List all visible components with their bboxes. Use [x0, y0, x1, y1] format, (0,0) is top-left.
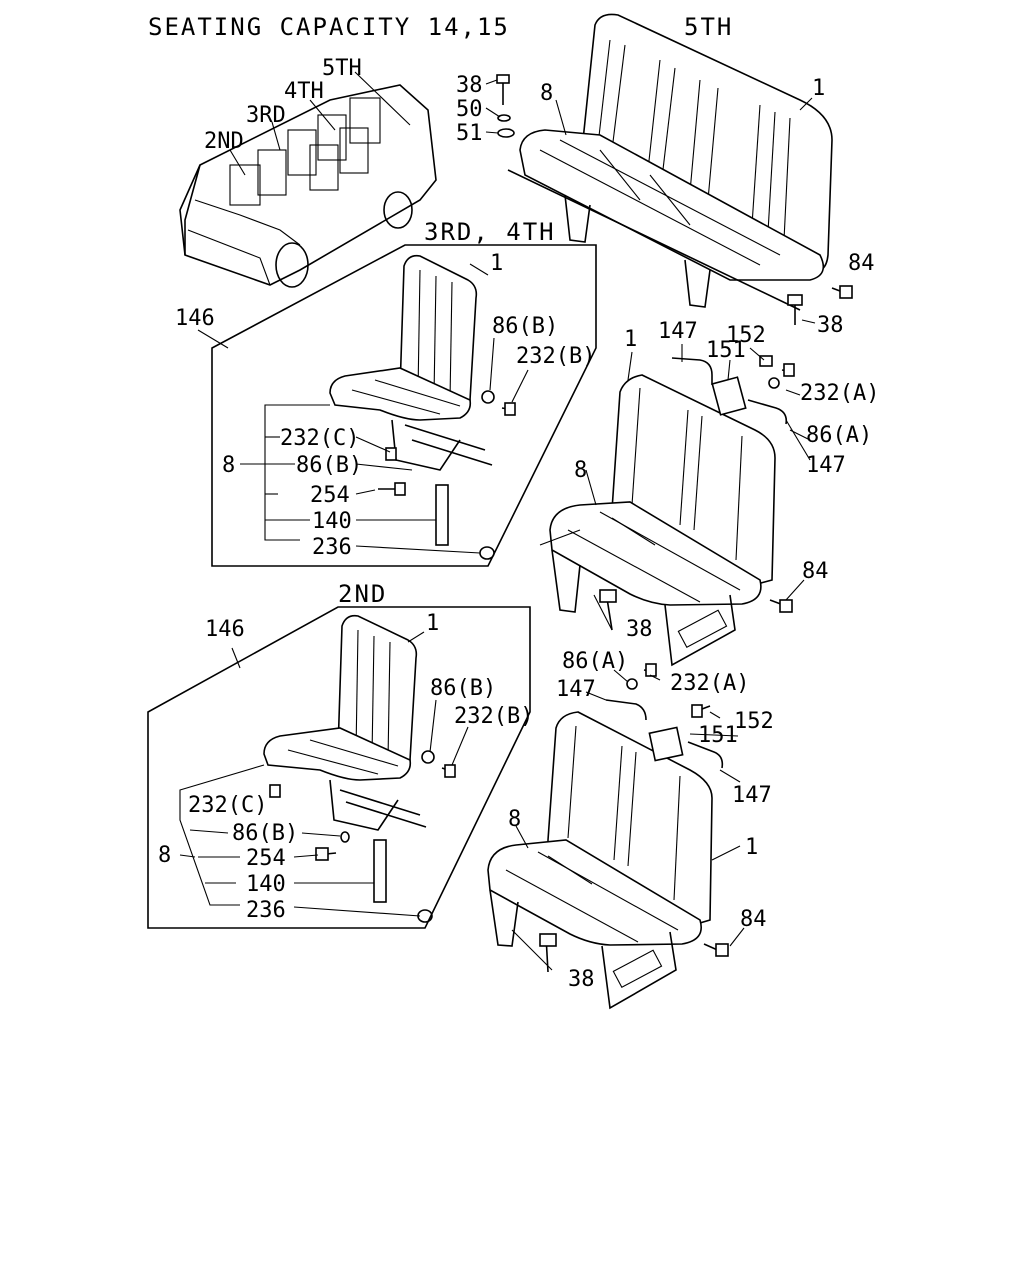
ub-callout-84: 84 — [802, 559, 829, 584]
lb-callout-151: 151 — [698, 723, 738, 748]
ub-callout-147b: 147 — [806, 453, 846, 478]
fifth-row-bench: 5TH 38 50 51 8 1 84 38 — [456, 13, 875, 338]
sec-callout-236: 236 — [246, 898, 286, 923]
third-fourth-seat-panel: 3RD, 4TH 146 1 86(B) 232(B) 232(C) 8 — [175, 218, 597, 567]
van-label-5th: 5TH — [322, 56, 362, 81]
lb-callout-232a: 232(A) — [670, 671, 749, 696]
sec-callout-1: 1 — [426, 611, 439, 636]
diagram-title: SEATING CAPACITY 14,15 — [148, 13, 510, 41]
tf-callout-232b: 232(B) — [516, 344, 595, 369]
lb-callout-84: 84 — [740, 907, 767, 932]
sec-callout-254: 254 — [246, 846, 286, 871]
sec-callout-86b-2: 86(B) — [232, 821, 298, 846]
van-overview: 5TH 4TH 3RD 2ND — [179, 56, 437, 288]
sec-callout-232b: 232(B) — [454, 704, 533, 729]
fifth-callout-38: 38 — [456, 73, 483, 98]
ub-callout-1: 1 — [624, 327, 637, 352]
fifth-callout-1: 1 — [812, 76, 825, 101]
sec-callout-86b: 86(B) — [430, 676, 496, 701]
tf-callout-232c: 232(C) — [280, 426, 359, 451]
sec-callout-232c: 232(C) — [188, 793, 267, 818]
van-label-3rd: 3RD — [246, 103, 286, 128]
tf-callout-146: 146 — [175, 306, 215, 331]
sec-callout-140: 140 — [246, 872, 286, 897]
lower-right-bench: 86(A) 232(A) 147 152 151 147 8 1 84 38 — [487, 649, 774, 1010]
tf-callout-86b-2: 86(B) — [296, 453, 362, 478]
lb-callout-152: 152 — [734, 709, 774, 734]
tf-callout-86b: 86(B) — [492, 314, 558, 339]
fifth-callout-8: 8 — [540, 81, 553, 106]
fifth-header: 5TH — [684, 13, 733, 41]
tf-callout-140: 140 — [312, 509, 352, 534]
ub-callout-232a: 232(A) — [800, 381, 879, 406]
van-label-2nd: 2ND — [204, 129, 244, 154]
third-fourth-header: 3RD, 4TH — [424, 218, 556, 246]
upper-right-bench: 1 147 152 151 232(A) 86(A) 147 8 84 38 — [539, 319, 879, 667]
fifth-callout-51: 51 — [456, 121, 483, 146]
sec-callout-8: 8 — [158, 843, 171, 868]
tf-callout-236: 236 — [312, 535, 352, 560]
sec-callout-146: 146 — [205, 617, 245, 642]
ub-callout-8: 8 — [574, 458, 587, 483]
lb-callout-147: 147 — [556, 677, 596, 702]
fifth-callout-50: 50 — [456, 97, 483, 122]
van-label-4th: 4TH — [284, 79, 324, 104]
second-seat-panel: 2ND 146 1 86(B) 232(B) 232(C) 8 — [147, 580, 533, 929]
ub-callout-152: 152 — [726, 323, 766, 348]
ub-callout-86a: 86(A) — [806, 423, 872, 448]
lb-callout-38: 38 — [568, 967, 595, 992]
lb-callout-1: 1 — [745, 835, 758, 860]
tf-callout-8: 8 — [222, 453, 235, 478]
tf-callout-1: 1 — [490, 251, 503, 276]
tf-callout-254: 254 — [310, 483, 350, 508]
ub-callout-147: 147 — [658, 319, 698, 344]
lb-callout-147b: 147 — [732, 783, 772, 808]
lb-callout-86a: 86(A) — [562, 649, 628, 674]
ub-callout-151: 151 — [706, 338, 746, 363]
ub-callout-38: 38 — [626, 617, 653, 642]
second-header: 2ND — [338, 580, 387, 608]
fifth-callout-84: 84 — [848, 251, 875, 276]
fifth-callout-38b: 38 — [817, 313, 844, 338]
lb-callout-8: 8 — [508, 807, 521, 832]
